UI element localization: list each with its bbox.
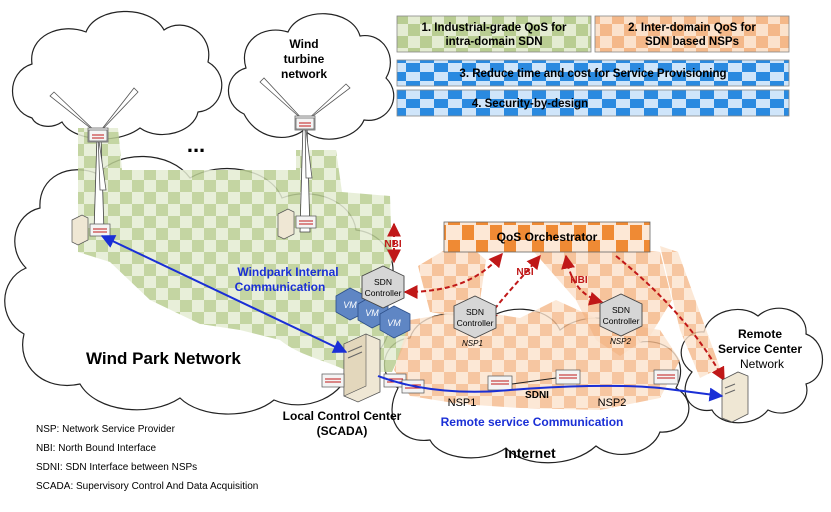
local-control-center-label-2: (SCADA)	[317, 424, 368, 438]
turbine-server-right	[277, 208, 295, 240]
nsp2-cloud-label: NSP2	[598, 397, 627, 409]
remote-network-label: Network	[740, 357, 785, 371]
sdn-controller-local: SDN Controller	[361, 265, 405, 309]
remote-server	[721, 371, 749, 423]
goal-2-line1: 2. Inter-domain QoS for	[628, 22, 756, 34]
goal-2-line2: SDN based NSPs	[645, 36, 739, 48]
switch-nsp2-edge	[653, 369, 679, 385]
windpark-internal-label-2: Communication	[235, 280, 326, 294]
wind-turbine-network-label-3: network	[281, 67, 327, 81]
remote-service-arrow	[377, 375, 724, 402]
sdn-controller-nsp2-label-1: SDN	[612, 305, 630, 315]
sdn-controller-nsp1-label-1: SDN	[466, 307, 484, 317]
scada-server	[343, 333, 381, 403]
communication-arrows	[100, 235, 724, 402]
switch-nsp1-core	[487, 375, 513, 391]
legend-nsp: NSP: Network Service Provider	[36, 424, 175, 435]
sdn-controller-local-label-2: Controller	[365, 288, 402, 298]
goal-1-line2: intra-domain SDN	[445, 36, 542, 48]
turbine-server-left	[71, 214, 89, 246]
sdn-controller-nsp1: SDN Controller NSP1	[453, 295, 497, 348]
switch-nsp2-core	[555, 369, 581, 385]
windpark-internal-arrow	[100, 235, 348, 353]
vm-label-2: VM	[365, 308, 379, 318]
switch-local-left	[321, 373, 345, 388]
goal-4-label: 4. Security-by-design	[472, 98, 588, 110]
switch-turbine-left-base	[89, 223, 111, 237]
qos-orchestrator-label: QoS Orchestrator	[497, 230, 598, 244]
goal-1-line1: 1. Industrial-grade QoS for	[421, 22, 567, 34]
nsp1-cloud-label: NSP1	[448, 397, 477, 409]
switch-turbine-right-base	[295, 215, 317, 229]
sdni-label: SDNI	[525, 390, 549, 401]
vm-label-1: VM	[343, 300, 357, 310]
sdn-controller-nsp2-tag: NSP2	[610, 337, 631, 346]
wind-park-network-label: Wind Park Network	[86, 349, 241, 368]
internet-label: Internet	[504, 445, 556, 461]
switch-turbine-left-top	[88, 129, 108, 142]
sdn-controller-nsp1-label-2: Controller	[457, 318, 494, 328]
sdn-controller-nsp2: SDN Controller NSP2	[599, 293, 643, 346]
remote-service-comm-label: Remote service Communication	[441, 415, 624, 429]
abbreviation-legend: NSP: Network Service Provider NBI: North…	[36, 420, 258, 496]
legend-sdni: SDNI: SDN Interface between NSPs	[36, 462, 198, 473]
goal-box-3: 3. Reduce time and cost for Service Prov…	[396, 59, 790, 87]
goal-box-2: 2. Inter-domain QoS for SDN based NSPs	[594, 15, 790, 53]
wind-turbine-network-label-1: Wind	[289, 37, 318, 51]
nbi-label-nsp1: NBI	[516, 267, 533, 278]
wind-turbine-cloud-left	[11, 10, 223, 140]
local-control-center-label-1: Local Control Center	[283, 409, 402, 423]
goal-box-4: 4. Security-by-design	[396, 89, 790, 117]
wind-turbine-network-label-2: turbine	[284, 52, 325, 66]
remote-service-center-label-1: Remote	[738, 327, 782, 341]
legend-scada: SCADA: Supervisory Control And Data Acqu…	[36, 481, 259, 492]
legend-nbi: NBI: North Bound Interface	[36, 443, 157, 454]
sdn-controller-nsp1-tag: NSP1	[462, 339, 483, 348]
qos-orchestrator: QoS Orchestrator	[443, 221, 651, 253]
wind-turbine-cloud-right	[227, 13, 395, 140]
ellipsis-label: ...	[187, 132, 205, 157]
sdn-controller-nsp2-label-2: Controller	[603, 316, 640, 326]
wind-turbine-right	[259, 77, 351, 233]
goal-3-label: 3. Reduce time and cost for Service Prov…	[459, 68, 726, 80]
vm-label-3: VM	[387, 318, 401, 328]
switch-turbine-right-top	[295, 117, 315, 130]
windpark-internal-label-1: Windpark Internal	[237, 265, 338, 279]
remote-service-center-label-2: Service Center	[718, 342, 802, 356]
sdni-link	[511, 377, 557, 385]
sdn-controller-local-label-1: SDN	[374, 277, 392, 287]
goal-box-1: 1. Industrial-grade QoS for intra-domain…	[396, 15, 592, 53]
